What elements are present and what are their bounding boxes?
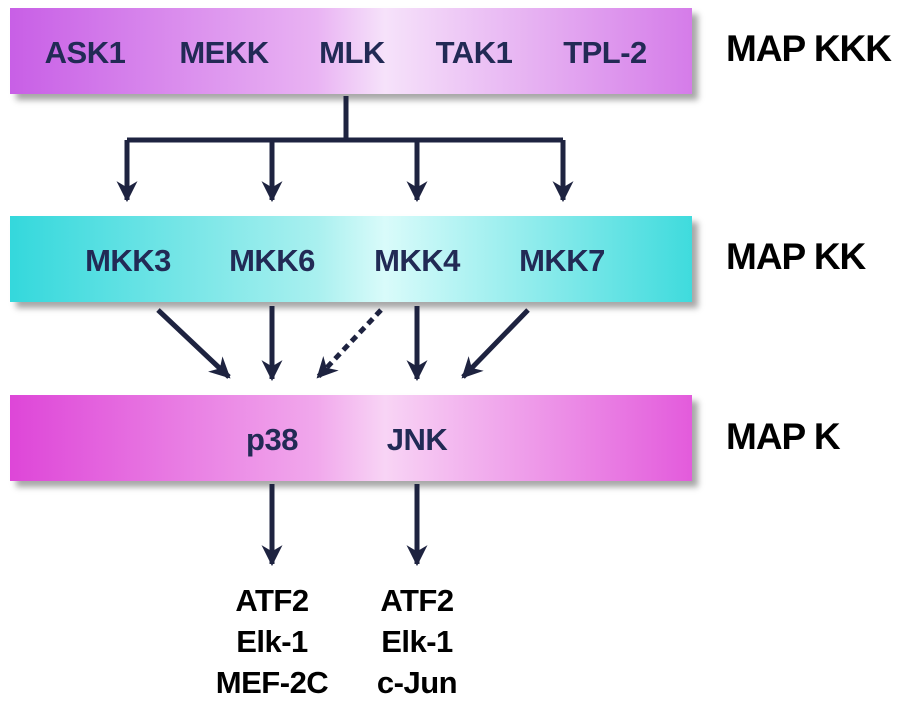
map-kk-band: [10, 216, 692, 302]
map-kkk-band: [10, 8, 692, 94]
p38-target-atf2: ATF2: [235, 583, 309, 618]
p38-target-mef2c: MEF-2C: [215, 665, 329, 700]
p38-label: p38: [246, 422, 298, 457]
dashed-arrow-mkk4-to-p38: [316, 308, 383, 379]
map-kkk-level-label: MAP KKK: [726, 28, 892, 69]
map-k-band: [10, 395, 692, 481]
tak1-label: TAK1: [435, 35, 513, 70]
arrow-mkk7-to-jnk: [461, 308, 530, 379]
arrow-mkk3-to-p38: [156, 308, 231, 379]
ask1-label: ASK1: [44, 35, 126, 70]
mkk6-label: MKK6: [229, 243, 315, 278]
jnk-target-atf2: ATF2: [380, 583, 454, 618]
jnk-target-cjun: c-Jun: [376, 665, 458, 700]
jnk-target-elk1: Elk-1: [381, 624, 453, 659]
jnk-label: JNK: [386, 422, 448, 457]
mkk4-label: MKK4: [374, 243, 460, 278]
mkk3-label: MKK3: [85, 243, 171, 278]
map-k-level-label: MAP K: [726, 416, 841, 457]
mlk-label: MLK: [319, 35, 385, 70]
mekk-label: MEKK: [179, 35, 269, 70]
tpl2-label: TPL-2: [563, 35, 647, 70]
map-kk-level-label: MAP KK: [726, 236, 866, 277]
p38-target-elk1: Elk-1: [236, 624, 308, 659]
mkk7-label: MKK7: [519, 243, 605, 278]
